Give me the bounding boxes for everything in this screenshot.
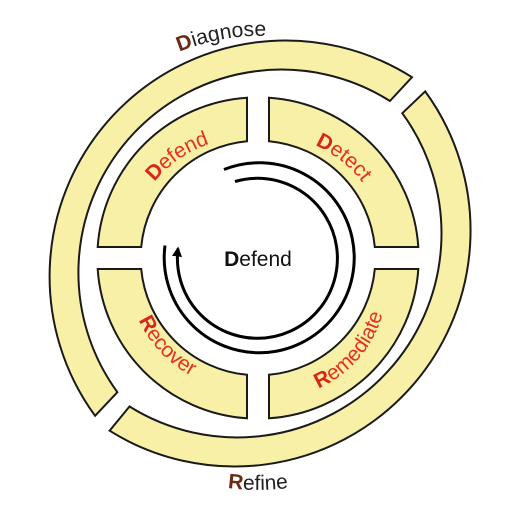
quadrant-remediate [268,268,420,420]
quadrant-defend [96,96,248,248]
outer-label-refine: Refine [227,470,289,495]
outer-segment-diagnose [48,39,414,418]
quadrant-detect [268,96,420,248]
quadrant-recover [96,268,248,420]
cycle-arrow-inner [172,176,339,340]
cycle-arrow [162,161,356,355]
outer-segment-refine [108,89,472,468]
center-label: Defend [224,248,292,271]
